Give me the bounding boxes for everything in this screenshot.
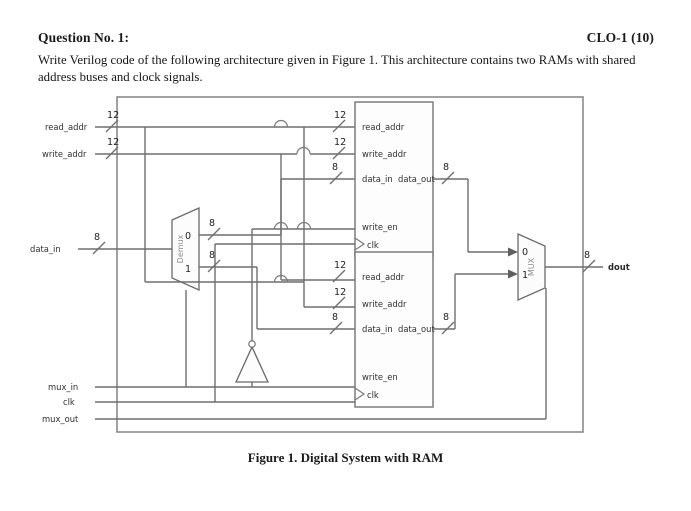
bus-width-demux-out0: 8 bbox=[209, 218, 215, 229]
inverter-bubble-icon bbox=[248, 340, 256, 348]
ram-bottom-block[interactable] bbox=[354, 251, 434, 408]
bus-width-write-addr: 12 bbox=[107, 137, 119, 148]
wire-hop-3 bbox=[273, 274, 289, 283]
input-label-clk: clk bbox=[63, 397, 75, 407]
ram-bottom-port-read-addr: read_addr bbox=[362, 272, 405, 282]
bus-width-ramtop-writeaddr: 12 bbox=[334, 137, 346, 148]
not-gate-inverter[interactable] bbox=[234, 345, 270, 383]
schematic-border bbox=[116, 96, 584, 433]
bus-slash-ramtop-writeaddr bbox=[332, 146, 346, 160]
ram-bottom-port-data-out: data_out bbox=[398, 324, 435, 334]
wire-hop-readaddr-top bbox=[273, 119, 289, 128]
bus-slash-read-addr bbox=[105, 119, 119, 133]
bus-width-rambot-datain: 8 bbox=[332, 312, 338, 323]
clo-marks: CLO-1 (10) bbox=[586, 30, 654, 45]
mux-block[interactable] bbox=[517, 232, 546, 302]
ram-top-port-read-addr: read_addr bbox=[362, 122, 405, 132]
bus-width-rambot-readaddr: 12 bbox=[334, 260, 346, 271]
ram-bottom-port-clk: clk bbox=[367, 390, 379, 400]
input-label-mux-in: mux_in bbox=[48, 382, 78, 392]
bus-width-demux-out1: 8 bbox=[209, 250, 215, 261]
bus-slash-demux-out1 bbox=[207, 259, 221, 273]
ram-top-port-write-addr: write_addr bbox=[362, 149, 407, 159]
question-header: Question No. 1: CLO-1 (10) bbox=[38, 30, 654, 46]
mux-in0-label: 0 bbox=[522, 247, 528, 258]
ram-bottom-port-write-en: write_en bbox=[362, 372, 398, 382]
bus-width-read-addr: 12 bbox=[107, 110, 119, 121]
output-label-dout: dout bbox=[608, 262, 630, 272]
bus-slash-rambot-datain bbox=[329, 321, 343, 335]
input-label-mux-out: mux_out bbox=[42, 414, 79, 424]
ram-top-port-data-in: data_in bbox=[362, 174, 393, 184]
demux-block[interactable] bbox=[171, 206, 200, 292]
bus-width-ramtop-datain: 8 bbox=[332, 162, 338, 173]
input-label-read-addr: read_addr bbox=[45, 122, 88, 132]
figure-caption: Figure 1. Digital System with RAM bbox=[247, 450, 444, 465]
bus-slash-ramtop-readaddr bbox=[332, 119, 346, 133]
ram-bottom-port-write-addr: write_addr bbox=[362, 299, 407, 309]
arrow-mux-in0 bbox=[508, 247, 518, 257]
ram-bottom-clk-symbol bbox=[354, 387, 366, 401]
mux-in1-label: 1 bbox=[522, 270, 528, 281]
ram-top-port-write-en: write_en bbox=[362, 222, 398, 232]
demux-out1-label: 1 bbox=[185, 264, 191, 275]
bus-slash-ramtop-dataout bbox=[441, 171, 455, 185]
question-number: Question No. 1: bbox=[38, 30, 130, 45]
demux-label: Demux bbox=[176, 234, 185, 263]
bus-width-rambot-writeaddr: 12 bbox=[334, 287, 346, 298]
ram-top-clk-symbol bbox=[354, 237, 366, 251]
question-prompt: Write Verilog code of the following arch… bbox=[38, 53, 636, 84]
figure-1-schematic: read_addr 12 write_addr 12 data_in 8 Dem… bbox=[0, 92, 691, 442]
ram-top-port-data-out: data_out bbox=[398, 174, 435, 184]
bus-width-rambot-dataout: 8 bbox=[443, 312, 449, 323]
ram-top-port-clk: clk bbox=[367, 240, 379, 250]
arrow-mux-in1 bbox=[508, 269, 518, 279]
input-label-write-addr: write_addr bbox=[42, 149, 87, 159]
bus-width-ramtop-readaddr: 12 bbox=[334, 110, 346, 121]
schematic-svg: read_addr 12 write_addr 12 data_in 8 Dem… bbox=[30, 96, 630, 433]
ram-top-block[interactable] bbox=[354, 101, 434, 258]
bus-slash-write-addr bbox=[105, 146, 119, 160]
wire-hop-1 bbox=[273, 221, 289, 230]
bus-width-ramtop-dataout: 8 bbox=[443, 162, 449, 173]
bus-width-data-in: 8 bbox=[94, 232, 100, 243]
bus-slash-demux-out0 bbox=[207, 227, 221, 241]
input-label-data-in: data_in bbox=[30, 244, 61, 254]
wire-hop-2 bbox=[296, 221, 312, 230]
bus-width-dout: 8 bbox=[584, 250, 590, 261]
mux-label: MUX bbox=[527, 257, 536, 276]
demux-out0-label: 0 bbox=[185, 231, 191, 242]
ram-bottom-port-data-in: data_in bbox=[362, 324, 393, 334]
bus-slash-rambot-dataout bbox=[441, 321, 455, 335]
bus-slash-dout bbox=[582, 259, 596, 273]
bus-slash-ramtop-datain bbox=[329, 171, 343, 185]
bus-slash-data-in bbox=[92, 241, 106, 255]
